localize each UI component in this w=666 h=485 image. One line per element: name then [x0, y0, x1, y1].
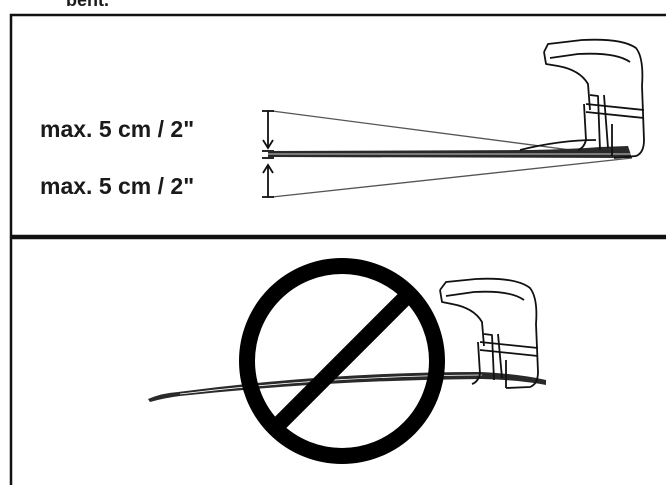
blade-bent: [148, 372, 546, 402]
lower-tolerance-line: [271, 157, 633, 198]
upper-dimension-marker: [262, 110, 274, 152]
panel-bottom-frame: [9, 236, 666, 485]
label-lower-max: max. 5 cm / 2": [40, 173, 194, 199]
lower-dimension-marker: [262, 157, 274, 198]
blade-straight: [268, 146, 632, 158]
label-upper-max: max. 5 cm / 2": [40, 116, 194, 142]
prohibition-icon: [239, 258, 445, 464]
blade-holder-bottom: [439, 277, 539, 389]
panel-not-allowed: [9, 236, 666, 485]
blade-holder-top: [519, 38, 645, 159]
panel-top-frame: [9, 13, 666, 238]
panel-allowed-tolerance: max. 5 cm / 2" max. 5 cm / 2": [9, 13, 666, 238]
cropped-caption-fragment: bent.: [66, 0, 109, 10]
